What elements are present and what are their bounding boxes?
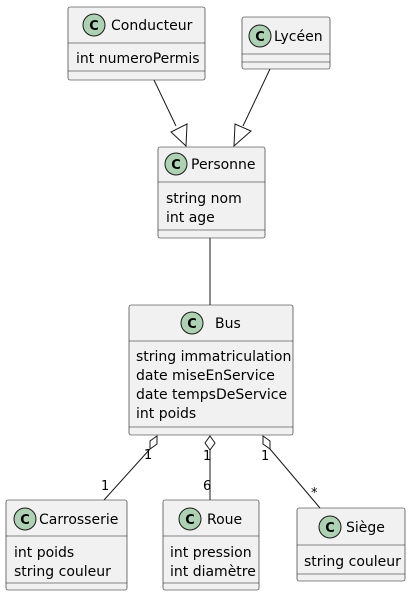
relation-conducteur-personne xyxy=(153,79,188,148)
class-badge-letter: C xyxy=(185,513,195,528)
class-name: Personne xyxy=(191,157,256,173)
class-attribute: int age xyxy=(166,210,215,226)
class-badge-letter: C xyxy=(187,317,197,332)
class-badge-letter: C xyxy=(255,30,265,45)
class-badge-icon xyxy=(318,515,342,539)
class-badge-icon xyxy=(164,152,188,176)
inheritance-arrowhead xyxy=(233,123,252,148)
classes-layer: C Conducteur int numeroPermis C Lycéen C… xyxy=(5,6,406,591)
class-attribute: int numeroPermis xyxy=(76,51,200,67)
class-attribute: string couleur xyxy=(14,564,111,580)
aggregation-line xyxy=(103,448,151,501)
class-attribute: int pression xyxy=(170,545,252,561)
class-name: Roue xyxy=(207,512,242,528)
aggregation-diamond xyxy=(262,435,271,450)
class-box xyxy=(296,507,406,582)
source-multiplicity: 1 xyxy=(203,449,211,464)
class-name: Siège xyxy=(346,520,385,536)
class-box xyxy=(128,304,294,436)
target-multiplicity: 6 xyxy=(203,479,211,494)
aggregation-diamond xyxy=(204,435,216,451)
class-bus[interactable]: C Bus string immatriculation date miseEn… xyxy=(128,304,294,436)
aggregation-line xyxy=(269,448,321,509)
relation-lyceen-personne xyxy=(233,68,271,148)
inheritance-arrowhead xyxy=(170,123,188,148)
relation-bus-carrosserie: 1 1 xyxy=(101,435,158,501)
class-badge-icon xyxy=(82,13,106,37)
class-conducteur[interactable]: C Conducteur int numeroPermis xyxy=(67,6,206,81)
target-multiplicity: * xyxy=(311,486,318,501)
class-personne[interactable]: C Personne string nom int age xyxy=(157,146,266,239)
class-name: Lycéen xyxy=(274,29,323,45)
target-multiplicity: 1 xyxy=(101,479,109,494)
inheritance-line xyxy=(153,79,177,127)
class-box xyxy=(5,499,128,591)
class-badge-letter: C xyxy=(20,513,30,528)
class-siege[interactable]: C Siège string couleur xyxy=(296,507,406,582)
class-name: Conducteur xyxy=(111,18,193,34)
class-lyceen[interactable]: C Lycéen xyxy=(241,16,331,70)
class-attribute: string immatriculation xyxy=(136,349,291,365)
class-badge-letter: C xyxy=(325,521,335,536)
class-attribute: string nom xyxy=(166,191,242,207)
class-carrosserie[interactable]: C Carrosserie int poids string couleur xyxy=(5,499,128,591)
class-roue[interactable]: C Roue int pression int diamètre xyxy=(162,499,260,591)
class-attribute: string couleur xyxy=(304,554,401,570)
class-badge-letter: C xyxy=(89,19,99,34)
source-multiplicity: 1 xyxy=(144,448,152,463)
class-attribute: int poids xyxy=(14,545,74,561)
relations-layer: 1 1 1 6 1 * xyxy=(101,68,321,509)
class-attribute: date miseEnService xyxy=(136,368,275,384)
class-badge-icon xyxy=(178,507,202,531)
class-attribute: date tempsDeService xyxy=(136,387,287,403)
inheritance-line xyxy=(242,68,271,127)
relation-bus-siege: 1 * xyxy=(261,435,321,509)
aggregation-diamond xyxy=(149,435,158,450)
source-multiplicity: 1 xyxy=(261,449,269,464)
class-attribute: int diamètre xyxy=(170,564,256,580)
class-attribute: int poids xyxy=(136,406,196,422)
relation-bus-roue: 1 6 xyxy=(203,435,216,500)
class-name: Carrosserie xyxy=(39,512,118,528)
class-name: Bus xyxy=(215,316,241,332)
class-badge-icon xyxy=(13,507,37,531)
class-badge-icon xyxy=(180,311,204,335)
class-badge-icon xyxy=(248,24,272,48)
class-badge-letter: C xyxy=(171,158,181,173)
